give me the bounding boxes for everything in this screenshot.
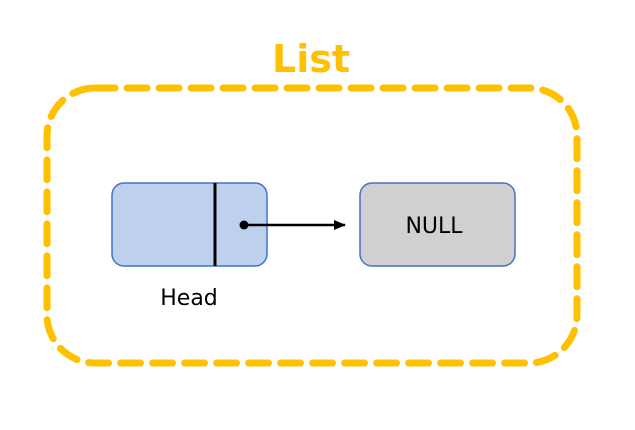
- null-node: NULL: [359, 182, 516, 267]
- head-label: Head: [160, 286, 218, 311]
- list-title: List: [272, 37, 350, 81]
- null-node-label: NULL: [405, 214, 463, 239]
- list-container: [43, 84, 581, 367]
- null-node-box: [359, 182, 516, 267]
